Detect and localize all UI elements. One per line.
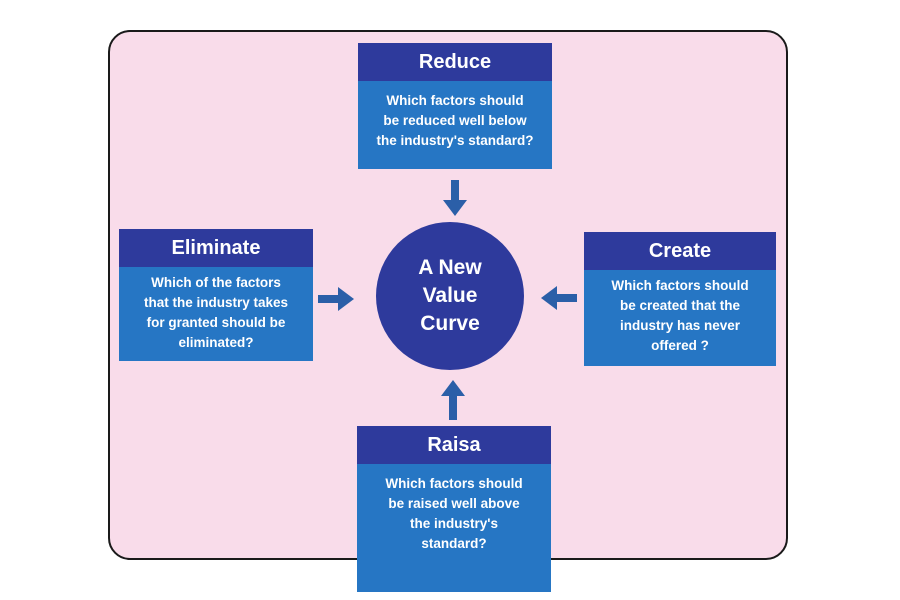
raise-question-line: be raised well above <box>388 496 520 511</box>
reduce-box: Reduce Which factors should be reduced w… <box>358 43 552 169</box>
reduce-question: Which factors should be reduced well bel… <box>358 81 552 169</box>
raise-question-line: Which factors should <box>385 476 523 491</box>
eliminate-question-line: Which of the factors <box>151 275 281 290</box>
eliminate-question-line: for granted should be <box>146 315 286 330</box>
eliminate-question: Which of the factors that the industry t… <box>119 267 313 361</box>
arrow-up-icon <box>441 380 465 420</box>
eliminate-question-line: that the industry takes <box>143 295 289 310</box>
eliminate-title: Eliminate <box>119 229 313 267</box>
eliminate-box: Eliminate Which of the factors that the … <box>119 229 313 361</box>
raise-box: Raisa Which factors should be raised wel… <box>357 426 551 592</box>
center-label-line: Curve <box>420 312 480 335</box>
raise-question: Which factors should be raised well abov… <box>357 464 551 592</box>
raise-question-line: standard? <box>421 536 487 551</box>
reduce-question-line: the industry's standard? <box>376 133 534 148</box>
value-curve-circle: A New Value Curve <box>376 222 524 370</box>
arrow-left-icon <box>541 286 577 310</box>
reduce-question-line: be reduced well below <box>383 113 527 128</box>
arrow-down-icon <box>443 180 467 216</box>
arrow-right-icon <box>318 287 354 311</box>
raise-question-line: the industry's <box>410 516 498 531</box>
create-question-line: be created that the <box>619 298 741 313</box>
create-question: Which factors should be created that the… <box>584 270 776 366</box>
center-label-line: A New <box>418 256 482 279</box>
create-title: Create <box>584 232 776 270</box>
reduce-question-line: Which factors should <box>386 93 524 108</box>
eliminate-question-line: eliminated? <box>178 335 254 350</box>
create-box: Create Which factors should be created t… <box>584 232 776 366</box>
create-question-line: Which factors should <box>611 278 749 293</box>
center-label-line: Value <box>422 284 478 307</box>
reduce-title: Reduce <box>358 43 552 81</box>
create-question-line: industry has never <box>619 318 741 333</box>
create-question-line: offered ? <box>651 338 709 353</box>
raise-title: Raisa <box>357 426 551 464</box>
